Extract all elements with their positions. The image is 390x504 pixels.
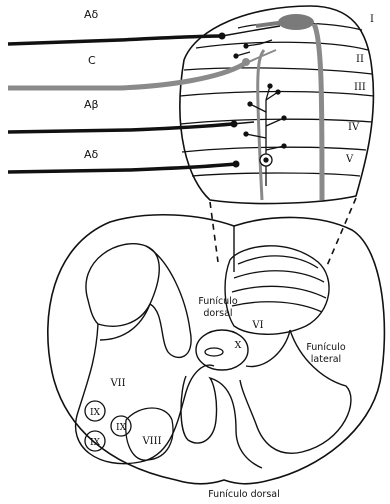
right-horn-laminae [232,256,326,312]
fiber-a-delta-bottom [8,161,240,173]
left-dorsal-horn [86,244,159,326]
svg-text:lateral: lateral [311,354,341,365]
lamina-label: V [345,154,354,165]
svg-text:Funículo: Funículo [306,342,346,353]
lamina-vi-label: VI [251,320,263,331]
dorsal-funiculus-label: Funículo dorsal [198,296,238,319]
lateral-funiculus-label: Funículo lateral [306,342,346,365]
lamina-ix-label: IX [90,408,101,418]
lamina-label: IV [348,122,360,133]
lamina-ix-label: IX [116,423,127,433]
lamina-vii-label: VII [109,378,125,389]
fiber-label: Aδ [84,8,99,21]
lamina-viii-label: VIII [141,436,161,447]
lamina-x-label: X [235,340,242,351]
svg-text:Funículo: Funículo [198,296,238,307]
lamina-viii-outline [126,408,173,460]
fiber-label: Aδ [84,148,99,161]
ventral-funiculus-label: Funículo dorsal [208,489,280,500]
lamina-boundaries [180,23,374,176]
lamina-label: II [356,54,364,65]
fiber-label: C [88,54,96,67]
fiber-label: Aβ [84,98,99,111]
lamina-label: III [354,82,366,93]
fiber-a-beta [8,121,254,133]
lamina-ix-label: IX [90,438,101,448]
projection-neuron [244,84,286,186]
svg-text:dorsal: dorsal [203,308,232,319]
lamina-label: I [370,14,374,25]
fiber-a-delta-top [8,26,280,44]
ventral-median-fissure [181,376,262,468]
